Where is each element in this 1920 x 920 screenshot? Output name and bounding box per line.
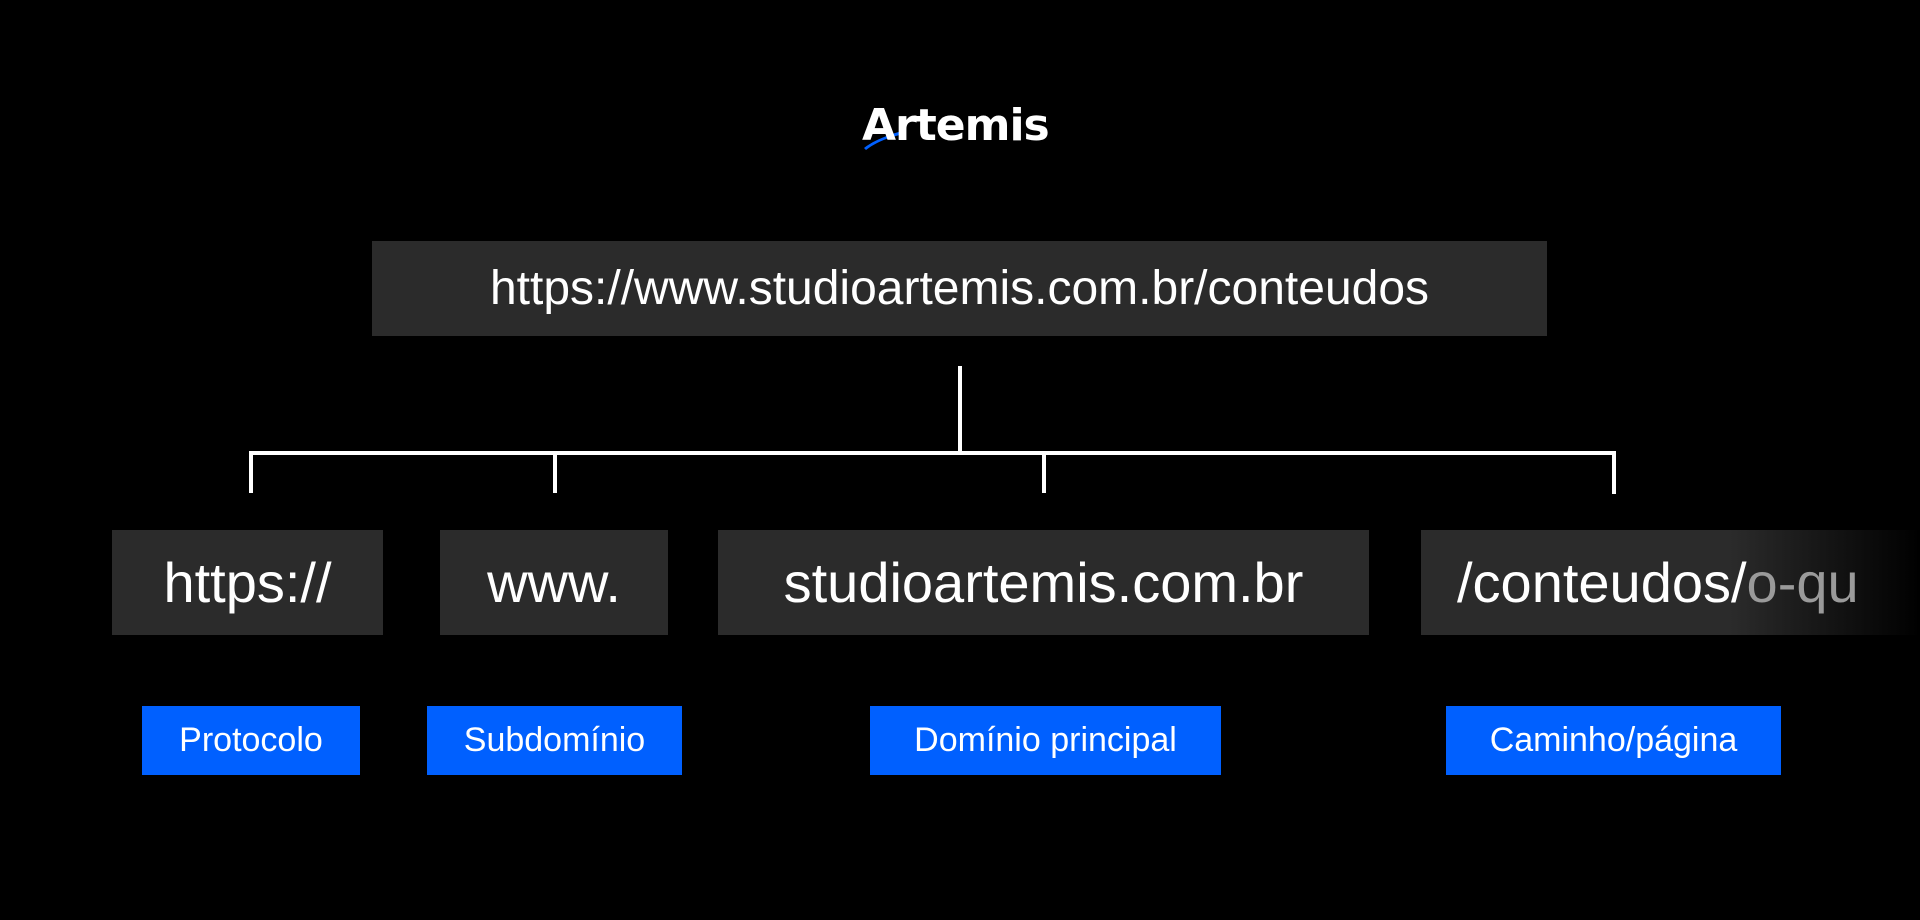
- swoosh-icon: [864, 130, 906, 150]
- segment-path-faded-text: o-qu: [1746, 551, 1859, 614]
- segment-path-box: /conteudos/o-qu: [1421, 530, 1920, 635]
- full-url-box: https://www.studioartemis.com.br/conteud…: [372, 241, 1547, 336]
- label-subdomain-text: Subdomínio: [463, 721, 646, 759]
- segment-path-text: /conteudos/: [1457, 551, 1747, 614]
- segment-protocol-text: https://: [163, 551, 332, 614]
- label-subdomain: Subdomínio: [427, 706, 682, 775]
- connector-drop-protocol: [249, 451, 253, 493]
- label-domain-text: Domínio principal: [914, 721, 1177, 759]
- label-protocol-text: Protocolo: [179, 721, 323, 759]
- logo-text: Artemis: [862, 100, 1050, 151]
- label-path: Caminho/página: [1446, 706, 1781, 775]
- connector-trunk: [958, 366, 962, 454]
- segment-domain-text: studioartemis.com.br: [783, 551, 1304, 614]
- segment-subdomain-box: www.: [440, 530, 668, 635]
- segment-subdomain-text: www.: [487, 551, 621, 614]
- segment-domain-box: studioartemis.com.br: [718, 530, 1369, 635]
- connector-drop-path: [1612, 451, 1616, 494]
- connector-drop-subdomain: [553, 451, 557, 493]
- label-path-text: Caminho/página: [1489, 721, 1738, 759]
- connector-drop-domain: [1042, 451, 1046, 493]
- label-domain: Domínio principal: [870, 706, 1221, 775]
- segment-protocol-box: https://: [112, 530, 383, 635]
- artemis-logo: Artemis: [862, 96, 1062, 156]
- full-url-text: https://www.studioartemis.com.br/conteud…: [489, 262, 1430, 315]
- connector-horizontal: [249, 451, 1616, 455]
- label-protocol: Protocolo: [142, 706, 360, 775]
